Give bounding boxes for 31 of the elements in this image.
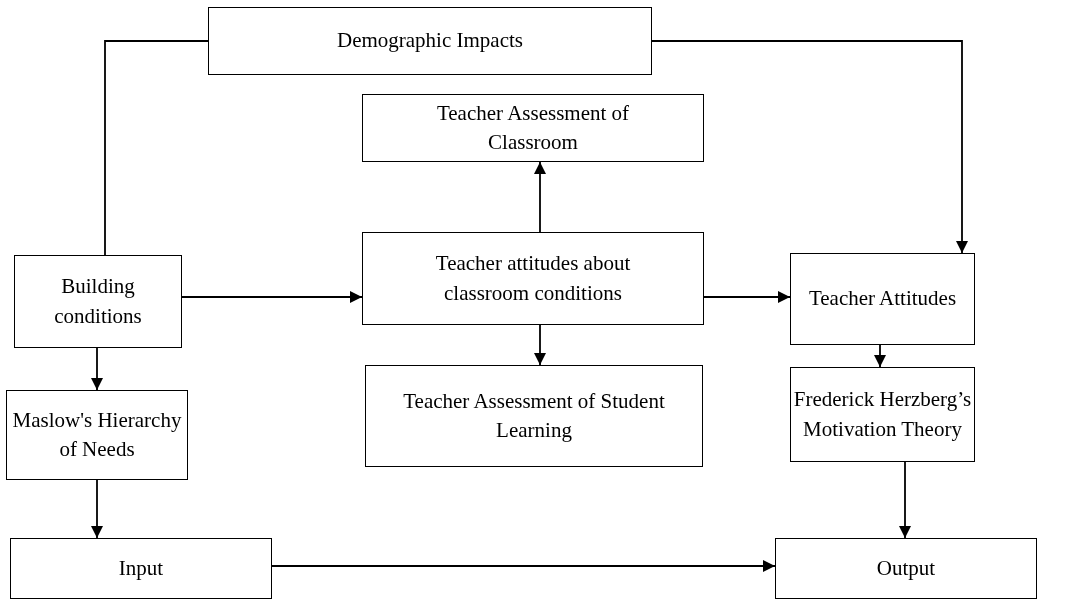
arrow: [899, 461, 911, 539]
box-label: Teacher Assessment of Student Learning: [402, 387, 666, 444]
arrow: [91, 347, 103, 391]
concept-box: [775, 538, 1037, 599]
concept-box: [6, 390, 188, 480]
box-label: Building conditions: [53, 273, 143, 330]
concept-box: [10, 538, 272, 599]
box-label: Maslow's Hierarchy of Needs: [11, 406, 183, 463]
arrow: [181, 291, 363, 303]
box-label: Demographic Impacts: [337, 27, 523, 55]
arrow: [271, 560, 776, 572]
box-label: Output: [876, 554, 936, 582]
arrow: [703, 291, 791, 303]
arrow: [534, 161, 546, 233]
box-label: Input: [118, 554, 164, 582]
box-label: Frederick Herzberg’s Motivation Theory: [792, 386, 973, 443]
concept-box: [365, 365, 703, 467]
arrow: [874, 344, 886, 368]
connector-line: [104, 40, 209, 256]
concept-box: [208, 7, 652, 75]
concept-box: [362, 232, 704, 325]
box-label: Teacher Assessment of Classroom: [435, 99, 631, 156]
box-label: Teacher attitudes about classroom conditions: [434, 250, 632, 307]
arrow: [91, 479, 103, 539]
box-label: Teacher Attitudes: [808, 285, 957, 313]
concept-box: [790, 253, 975, 345]
arrow: [651, 40, 968, 254]
concept-box: [790, 367, 975, 462]
arrow: [534, 324, 546, 366]
concept-box: [14, 255, 182, 348]
concept-box: [362, 94, 704, 162]
